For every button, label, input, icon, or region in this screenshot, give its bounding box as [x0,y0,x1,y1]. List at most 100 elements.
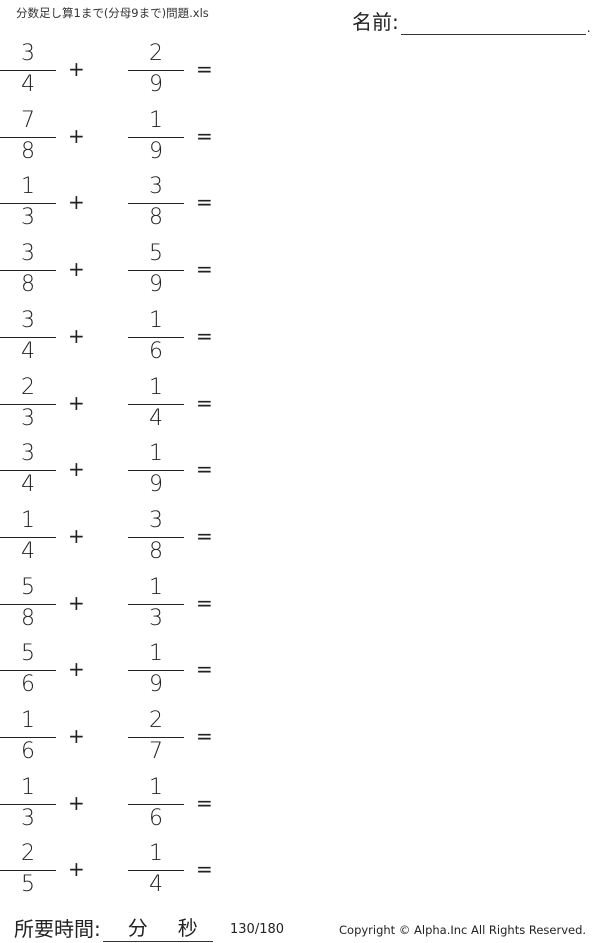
fraction-bar [0,803,56,805]
equals-sign: = [196,523,213,548]
fraction: 2 3 [0,375,56,436]
denominator: 6 [149,338,163,364]
fraction-bar [0,270,56,272]
denominator: 8 [21,605,35,631]
fraction-bar [128,603,184,605]
fraction: 3 8 [128,175,184,235]
fraction: 1 4 [0,508,56,569]
name-label: 名前: [352,10,399,34]
equals-sign: = [196,457,213,482]
fraction: 1 3 [128,574,184,636]
numerator: 1 [149,441,163,467]
problem-row: 5 8 + 1 3 = [0,574,260,642]
denominator: 3 [21,805,35,831]
plus-sign: + [68,123,85,148]
numerator: 3 [149,174,163,200]
name-end-mark: . [586,21,591,35]
plus-sign: + [68,724,85,748]
seconds-label: 秒 [177,916,198,940]
problem-row: 3 4 + 1 9 = [0,442,260,508]
denominator: 9 [149,272,163,298]
numerator: 7 [21,107,35,133]
numerator: 3 [149,507,163,533]
fraction-bar [128,403,184,405]
plus-sign: + [68,590,85,615]
fraction: 3 4 [0,308,56,369]
fraction: 5 6 [0,642,56,702]
denominator: 7 [149,739,163,764]
equals-sign: = [196,323,213,348]
denominator: 8 [21,138,35,164]
fraction-bar [128,536,184,538]
fraction-bar [0,870,56,872]
plus-sign: + [68,857,85,882]
denominator: 4 [21,72,35,97]
problem-row: 2 5+ 1 4= [0,842,260,908]
equals-sign: = [196,790,213,815]
equals-sign: = [196,657,213,682]
time-blank: 分 秒 [102,912,213,942]
equals-sign: = [196,590,213,615]
denominator: 9 [149,472,163,498]
fraction: 1 6 [128,307,184,369]
fraction-bar [128,70,184,71]
denominator: 9 [149,672,163,698]
fraction-bar [128,336,184,338]
denominator: 4 [21,472,35,498]
plus-sign: + [68,190,85,215]
fraction: 2 5 [0,842,56,902]
numerator: 3 [21,441,35,467]
fraction-bar [0,737,56,738]
fraction: 5 8 [0,574,56,636]
fraction: 3 4 [0,442,56,502]
minutes-label: 分 [127,916,148,940]
numerator: 1 [149,374,163,400]
fraction: 5 9 [128,242,184,302]
fraction-bar [0,403,56,405]
numerator: 1 [149,641,163,667]
denominator: 8 [149,538,163,564]
denominator: 3 [21,405,35,431]
denominator: 4 [149,405,163,431]
numerator: 3 [21,41,35,66]
denominator: 6 [149,805,163,831]
page-number: 130/180 [230,922,285,937]
plus-sign: + [68,57,85,81]
fraction: 1 9 [128,442,184,502]
plus-sign: + [68,790,85,815]
plus-sign: + [68,390,85,415]
time-field: 所要時間: 分 秒 [14,912,213,942]
fraction: 2 9 [128,42,184,102]
numerator: 5 [21,641,35,667]
plus-sign: + [68,523,85,548]
problem-row: 1 3+ 3 8= [0,175,260,241]
plus-sign: + [68,657,85,682]
numerator: 5 [21,574,35,600]
fraction: 1 9 [128,642,184,702]
problem-row: 5 6 + 1 9 = [0,642,260,708]
fraction: 1 4 [128,374,184,436]
copyright: Copyright © Alpha.Inc All Rights Reserve… [339,923,587,937]
fraction-bar [0,136,56,138]
numerator: 1 [149,107,163,133]
problem-row: 1 4 + 3 8 = [0,507,260,575]
fraction: 2 7 [128,709,184,769]
numerator: 1 [149,841,163,867]
equals-sign: = [196,857,213,882]
numerator: 1 [149,574,163,600]
fraction: 1 9 [128,107,184,169]
denominator: 9 [149,72,163,97]
denominator: 8 [21,272,35,298]
problem-row: 1 3+ 1 6= [0,775,260,842]
denominator: 4 [21,538,35,564]
equals-sign: = [196,190,213,215]
plus-sign: + [68,457,85,482]
denominator: 8 [149,205,163,231]
numerator: 1 [149,307,163,333]
numerator: 2 [21,841,35,867]
equals-sign: = [196,257,213,282]
fraction-bar [0,670,56,672]
fraction-bar [128,270,184,272]
denominator: 3 [149,605,163,631]
fraction-bar [128,136,184,138]
